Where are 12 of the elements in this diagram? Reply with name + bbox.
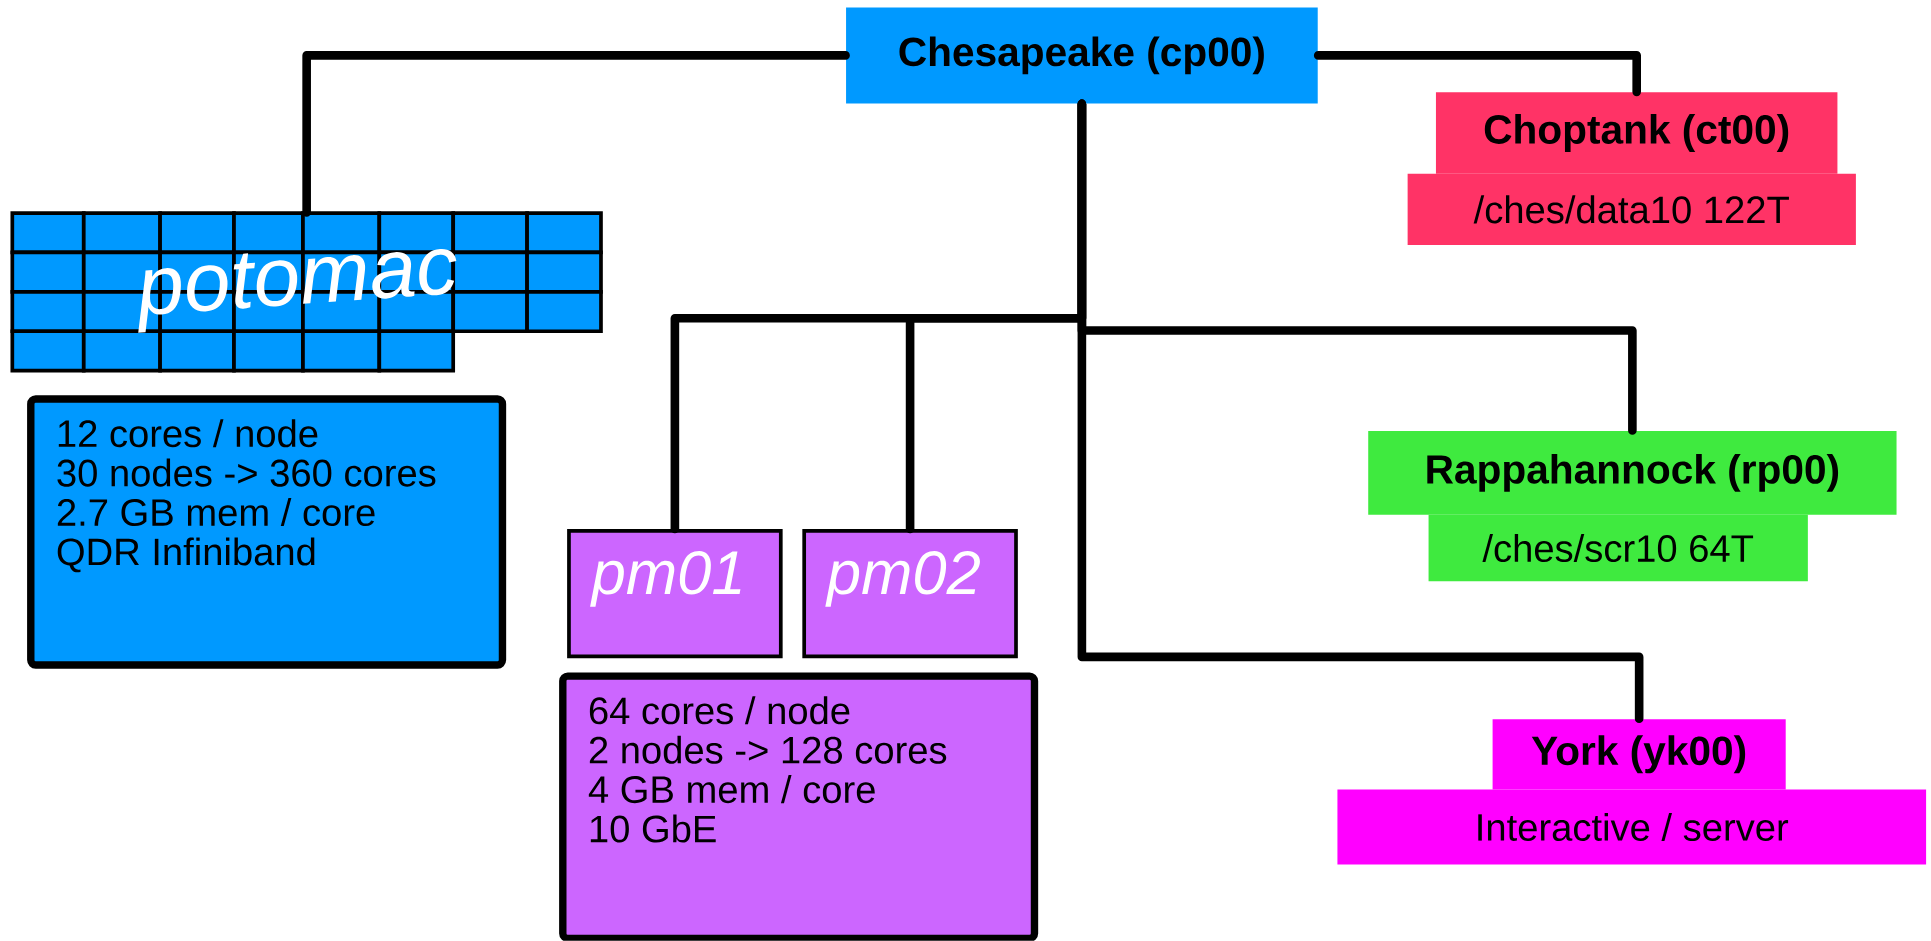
spec-box: 64 cores / node 2 nodes -> 128 cores 4 GB mem / core 10 GbE bbox=[559, 672, 1039, 941]
connector-line bbox=[1077, 99, 1644, 724]
grid-label: potomac bbox=[138, 249, 457, 333]
server-label: York (yk00) Interactive / server bbox=[1337, 719, 1927, 865]
server-label: Rappahannock (rp00) /ches/scr10 64T bbox=[1368, 431, 1897, 582]
node-card: pm02 bbox=[802, 529, 1018, 659]
connector-line bbox=[1313, 51, 1641, 97]
node-card: pm01 bbox=[567, 529, 783, 659]
cluster-box: Chesapeake (cp00) bbox=[846, 7, 1318, 104]
spec-box: 12 cores / node 30 nodes -> 360 cores 2.7 GB mem / core QDR Infiniband bbox=[27, 395, 507, 669]
connector-line bbox=[302, 51, 850, 217]
server-label: Choptank (ct00) /ches/data10 122T bbox=[1407, 92, 1856, 246]
